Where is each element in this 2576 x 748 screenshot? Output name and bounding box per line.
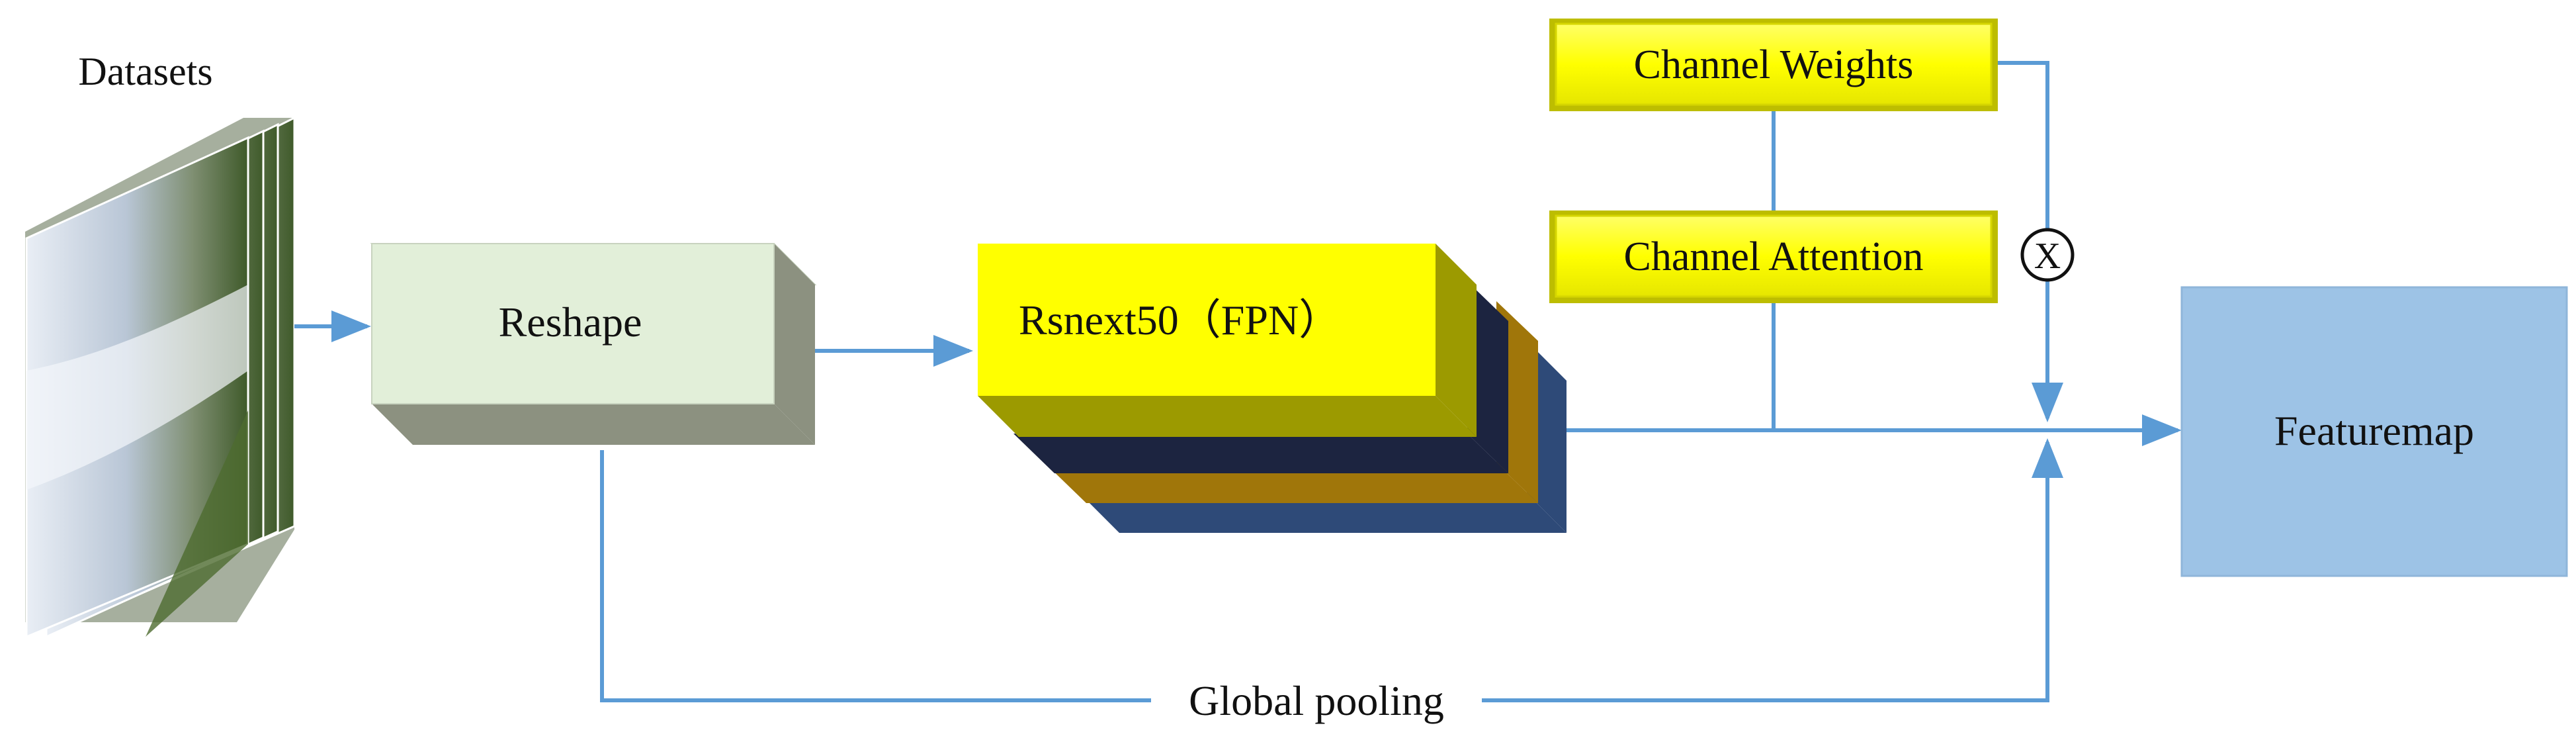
featuremap-label: Featuremap <box>2274 407 2474 454</box>
reshape-block: Reshape <box>370 243 817 445</box>
multiply-operator: X <box>2020 228 2075 282</box>
backbone-label: Rsnext50（FPN） <box>1019 297 1341 344</box>
reshape-label: Reshape <box>499 299 642 346</box>
datasets-label: Datasets <box>78 50 212 93</box>
dataset-frame-1 <box>25 136 249 639</box>
connector-weights-to-junction <box>1998 61 2049 228</box>
reshape-block-bottom <box>372 404 815 445</box>
backbone-layer-navy <box>1013 434 1508 473</box>
channel-attention-box: Channel Attention <box>1549 210 1998 303</box>
backbone-layer-front <box>978 244 1436 396</box>
backbone-block: Rsnext50（FPN） <box>978 244 1567 533</box>
channel-weights-box: Channel Weights <box>1549 19 1998 111</box>
global-pooling-label: Global pooling <box>1189 677 1444 724</box>
reshape-block-side <box>774 244 815 445</box>
featuremap-box: Featuremap <box>2180 286 2568 577</box>
channel-attention-label: Channel Attention <box>1624 234 1924 279</box>
reshape-block-front <box>371 243 775 404</box>
dataset-image-stack <box>25 116 296 639</box>
channel-weights-label: Channel Weights <box>1634 42 1914 87</box>
multiply-symbol: X <box>2034 236 2061 277</box>
backbone-layer-olive <box>978 396 1477 437</box>
